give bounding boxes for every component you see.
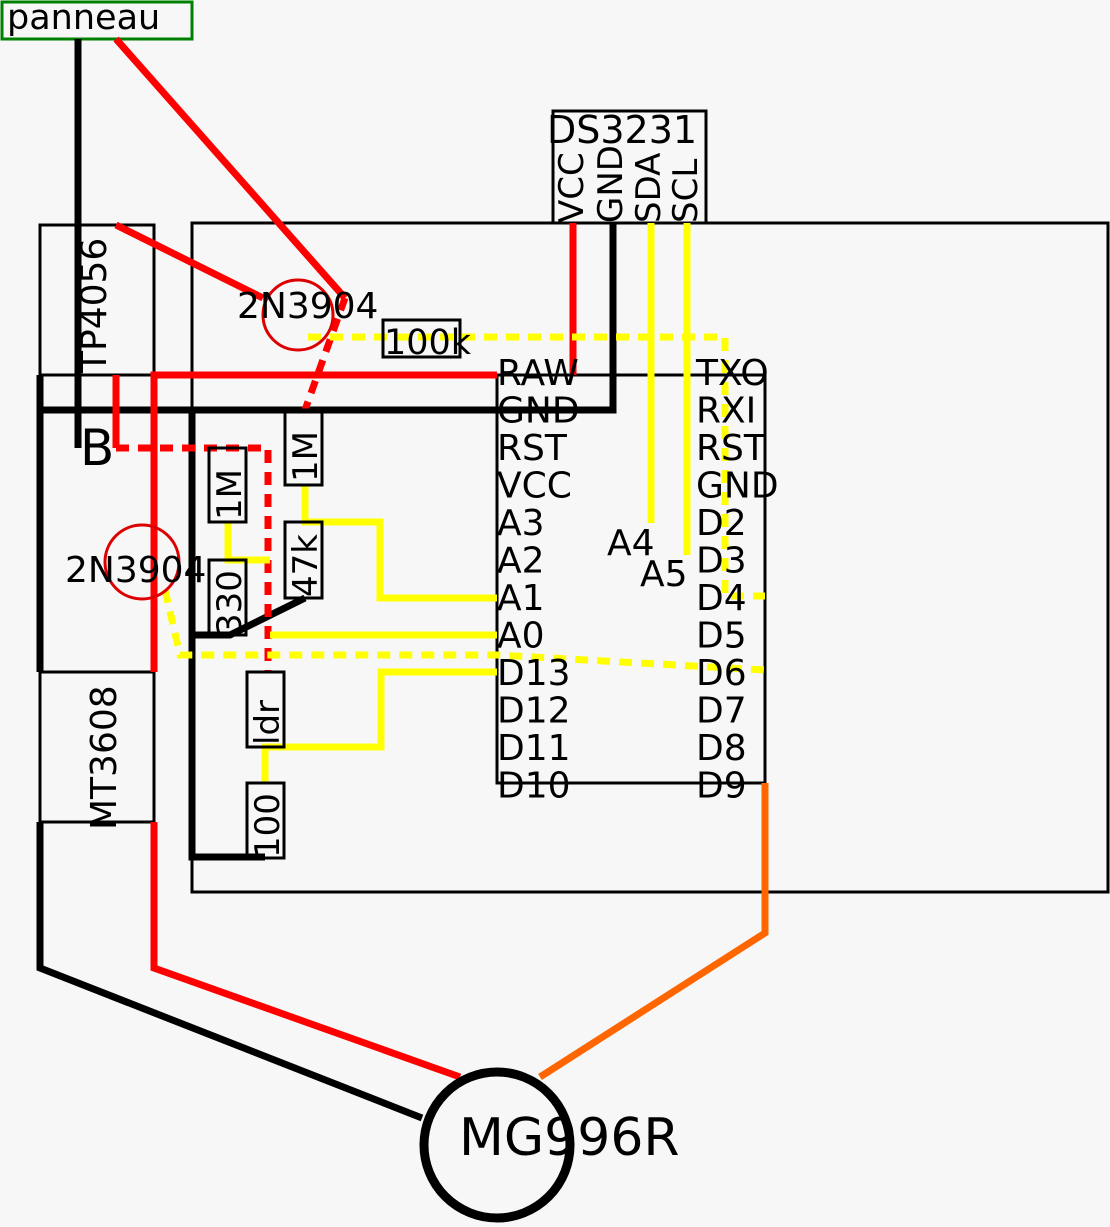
mt3608-module	[38, 670, 156, 824]
servo-signal-wire	[538, 783, 769, 1080]
arduino-left-pin-gnd: GND	[497, 391, 580, 432]
power-wires	[112, 36, 577, 1081]
signal-dashed-wires	[161, 333, 766, 674]
d13-ldr-wire	[261, 668, 497, 783]
resistor-330	[207, 558, 248, 637]
arduino-right-pin-d8: D8	[696, 728, 747, 769]
servo-label: MG996R	[459, 1108, 680, 1168]
ds3231-pin-gnd: GND	[591, 145, 631, 223]
resistor-1m-left	[207, 446, 248, 524]
arduino-right-pin-txo: TXO	[695, 353, 769, 394]
resistor-1m-base	[283, 408, 324, 487]
arduino-right-pin-d6: D6	[696, 653, 747, 694]
resistor-47k-label: 47k	[286, 534, 326, 597]
d4-control-wire	[308, 333, 765, 600]
panneau-label: panneau	[7, 0, 160, 38]
resistor-100	[245, 781, 286, 860]
servo-body	[419, 1067, 575, 1223]
resistor-1m-left-label: 1M	[210, 469, 250, 520]
resistor-330-label: 330	[210, 570, 250, 635]
arduino-left-pin-rst: RST	[497, 428, 568, 469]
raw-power-wire	[150, 371, 497, 672]
ds3231-pin-vcc: VCC	[552, 152, 592, 223]
arduino-left-pin-raw: RAW	[497, 353, 579, 394]
arduino-board	[495, 373, 767, 785]
arduino-left-pin-a0: A0	[497, 616, 545, 657]
battery-sense-wire	[116, 444, 272, 672]
arduino-right-pin-gnd: GND	[696, 466, 779, 507]
arduino-right-pin-d3: D3	[696, 541, 747, 582]
arduino-left-pin-a1: A1	[497, 578, 545, 619]
transistor-left-label: 2N3904	[65, 550, 206, 591]
signal-wires	[224, 223, 691, 783]
resistor-100k-label: 100k	[384, 323, 472, 363]
arduino-left-pin-d13: D13	[497, 653, 571, 694]
panneau-box	[0, 0, 194, 41]
arduino-left-pin-d11: D11	[497, 728, 571, 769]
arduino-right-pin-rxi: RXI	[696, 391, 756, 432]
arduino-left-pin-d10: D10	[497, 766, 571, 807]
tp4056-out-wire	[114, 221, 265, 302]
ground-local-wire	[188, 410, 265, 861]
ds3231-pin-sda: SDA	[629, 153, 669, 223]
transistor-left-symbol	[103, 523, 181, 601]
arduino-a4-label: A4	[607, 523, 655, 564]
resistor-100-label: 100	[248, 793, 288, 858]
resistor-1m-base-label: 1M	[286, 431, 326, 482]
arduino-right-pin-d7: D7	[696, 691, 747, 732]
ldr-label: ldr	[248, 700, 288, 745]
tp4056-label: TP4056	[74, 238, 115, 374]
arduino-right-pin-d4: D4	[696, 578, 747, 619]
mt3608-label: MT3608	[84, 685, 125, 830]
arduino-a5-label: A5	[640, 554, 688, 595]
divider-330-wire	[224, 522, 270, 564]
transistor-top-label: 2N3904	[237, 286, 378, 327]
resistor-47k	[283, 520, 324, 600]
arduino-left-pin-a2: A2	[497, 541, 545, 582]
a1-wire	[301, 485, 497, 602]
panel-positive-wire	[113, 36, 348, 301]
ds3231-pin-scl: SCL	[666, 159, 706, 223]
battery-label: B	[80, 419, 114, 477]
ground-bus-wire	[40, 223, 617, 414]
arduino-left-pin-d12: D12	[497, 691, 571, 732]
ldr-sensor	[245, 670, 286, 749]
transistor-top-symbol	[261, 278, 335, 352]
arduino-left-pin-a3: A3	[497, 503, 545, 544]
servo-ground-wire	[36, 822, 424, 1122]
arduino-right-pin-rst: RST	[696, 428, 767, 469]
d6-control-wire	[161, 589, 766, 674]
arduino-left-pin-vcc: VCC	[497, 466, 572, 507]
ds3231-title: DS3231	[547, 108, 697, 152]
ds3231-module	[551, 109, 708, 225]
arduino-right-pin-d9: D9	[696, 766, 747, 807]
power-dashed-wires	[116, 296, 349, 672]
transistor-base-wire	[301, 296, 349, 412]
resistor-100k-top	[381, 318, 462, 359]
servo-power-wire	[150, 822, 462, 1081]
arduino-right-pin-d2: D2	[696, 503, 747, 544]
arduino-right-pin-d5: D5	[696, 616, 747, 657]
